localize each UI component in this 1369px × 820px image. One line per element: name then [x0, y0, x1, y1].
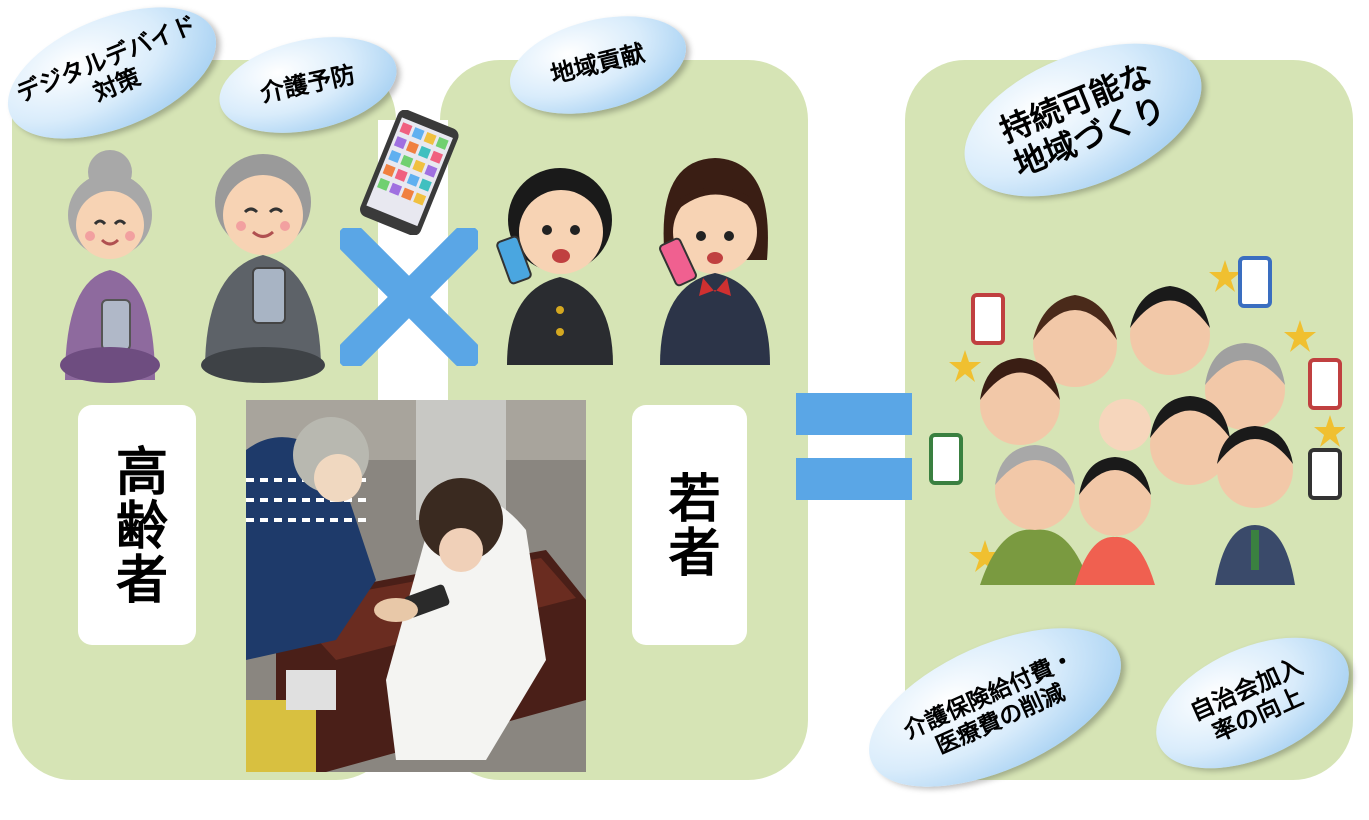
elderly-woman-icon	[60, 150, 160, 383]
smartphone-icon	[360, 110, 459, 235]
workshop-photo	[246, 400, 586, 772]
elderly-label-text: 高齢者	[106, 444, 167, 606]
bubble-association-rate-text: 自治会加入 率の向上	[1186, 652, 1308, 748]
elderly-man-icon	[201, 154, 325, 383]
youth-label-text: 若者	[659, 471, 719, 579]
crowd-smartphones-icon	[929, 256, 1345, 585]
bubble-community-contribution-text: 地域貢献	[547, 39, 648, 90]
equals-bar-top	[796, 393, 912, 435]
elderly-label: 高齢者	[78, 405, 196, 645]
youth-label: 若者	[632, 405, 747, 645]
girl-phone-icon	[659, 158, 770, 365]
boy-phone-icon	[496, 168, 613, 365]
equals-bar-bottom	[796, 458, 912, 500]
cross-icon	[340, 228, 478, 366]
bubble-care-prevention-text: 介護予防	[257, 60, 358, 108]
